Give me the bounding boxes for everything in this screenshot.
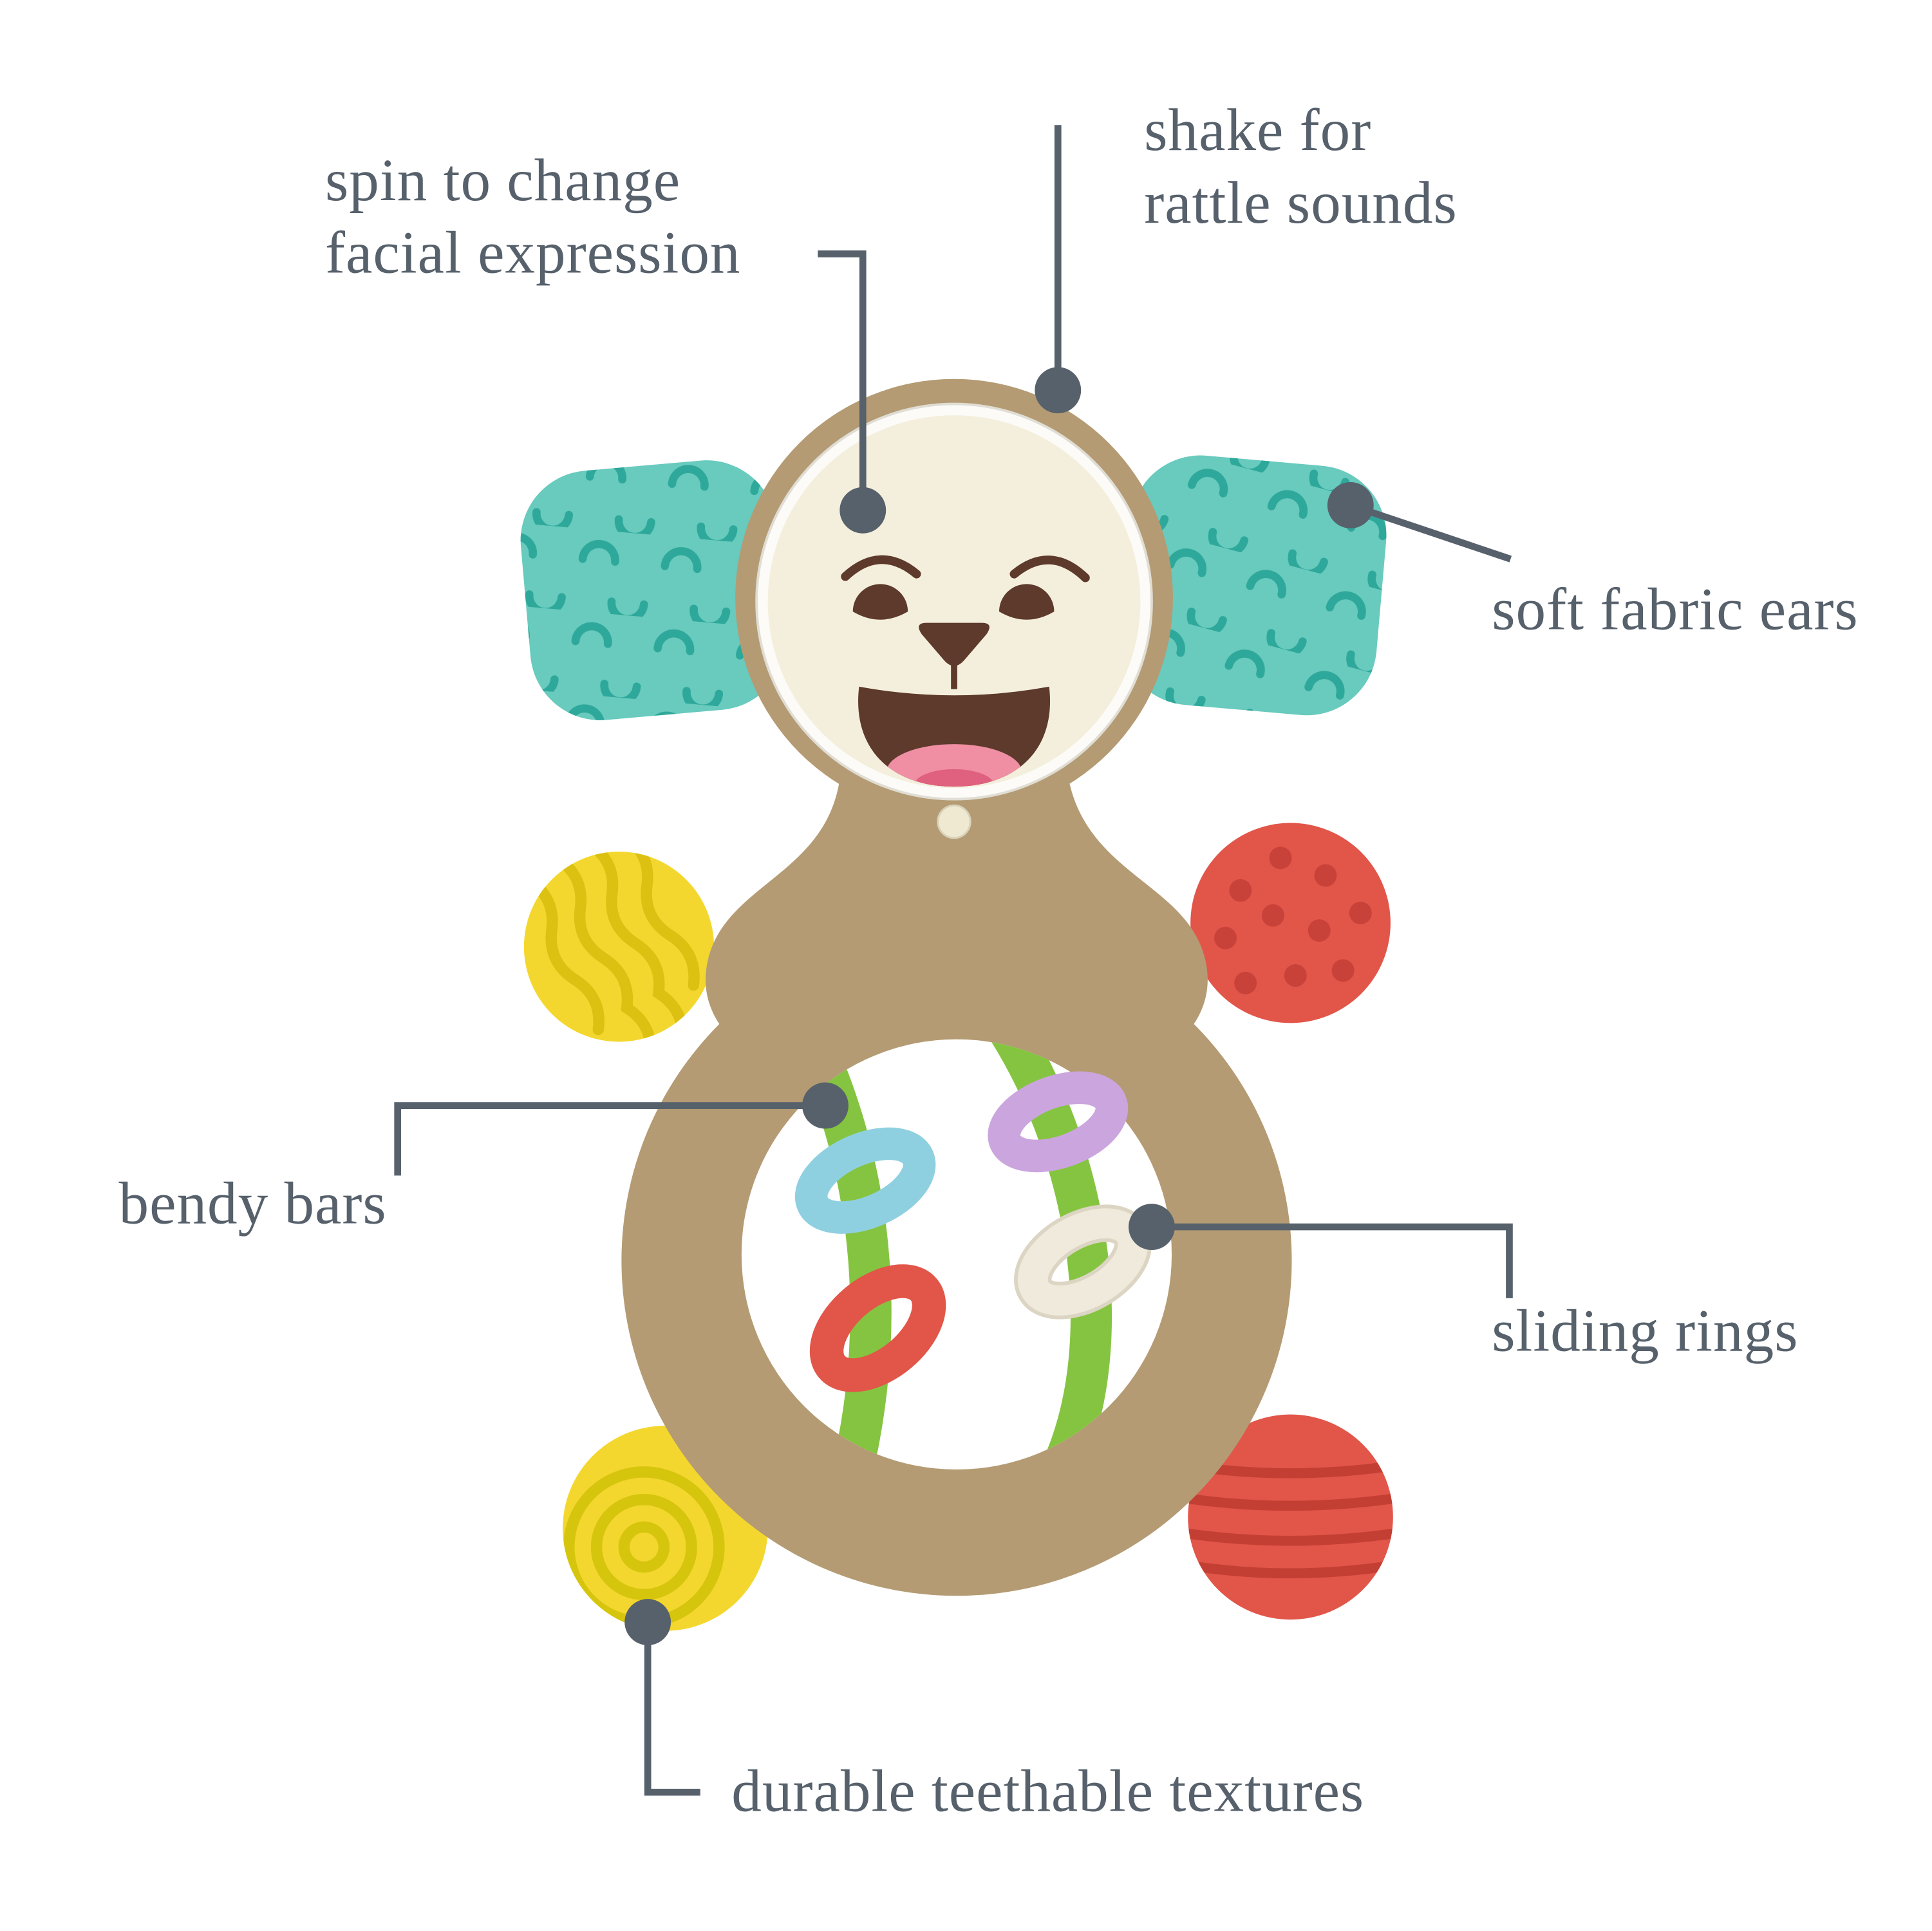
label-shake-line2: rattle sounds [1144, 170, 1457, 236]
right-eye [999, 584, 1055, 620]
callout-dot-ears [1327, 482, 1374, 528]
label-spin-line1: spin to change [325, 147, 680, 214]
left-ear-pattern [520, 460, 787, 720]
leader-line-spin [818, 250, 867, 510]
callout-dot-shake [1035, 367, 1082, 414]
callout-dots [624, 367, 1374, 1646]
annotation-labels: spin to change facial expression shake f… [119, 97, 1858, 1824]
label-bendy-bars: bendy bars [119, 1170, 387, 1236]
sliding-ring-red [809, 1264, 946, 1392]
bump-dot-texture [1214, 846, 1372, 994]
leader-line-ears [1349, 501, 1512, 563]
left-ear [520, 460, 787, 720]
leader-line-textures [644, 1622, 700, 1796]
right-ear [1121, 455, 1387, 716]
leader-line-bendy-bars [394, 1102, 825, 1176]
label-durable-textures: durable teethable textures [731, 1758, 1364, 1824]
left-eyebrow [841, 555, 921, 581]
monkey-face [755, 402, 1153, 839]
label-spin-line2: facial expression [325, 220, 740, 286]
callout-dot-spin [839, 487, 886, 534]
textured-ball-upper-left-yellow [523, 830, 715, 1064]
body-waist [705, 750, 1208, 1101]
callout-dot-bendy-bars [802, 1082, 849, 1129]
wavy-line-texture [523, 830, 700, 1064]
spin-pivot-knob [937, 804, 971, 839]
leader-lines [394, 125, 1513, 1796]
nose [919, 622, 989, 666]
leader-line-sliding-rings [1151, 1223, 1513, 1298]
label-sliding-rings: sliding rings [1492, 1298, 1798, 1364]
textured-ball-lower-right-red [1188, 1414, 1393, 1620]
right-eyebrow [1009, 555, 1090, 583]
sliding-ring-blue [794, 1127, 936, 1234]
callout-dot-sliding-rings [1129, 1204, 1175, 1251]
right-ear-pattern [1121, 455, 1387, 716]
tongue-center [914, 769, 995, 787]
left-eye [852, 584, 908, 620]
label-soft-fabric-ears: soft fabric ears [1492, 576, 1858, 642]
textured-ball-upper-right-red [1190, 823, 1391, 1023]
sliding-ring-purple [988, 1071, 1129, 1173]
label-shake-line1: shake for [1144, 97, 1371, 163]
callout-dot-textures [624, 1599, 671, 1646]
